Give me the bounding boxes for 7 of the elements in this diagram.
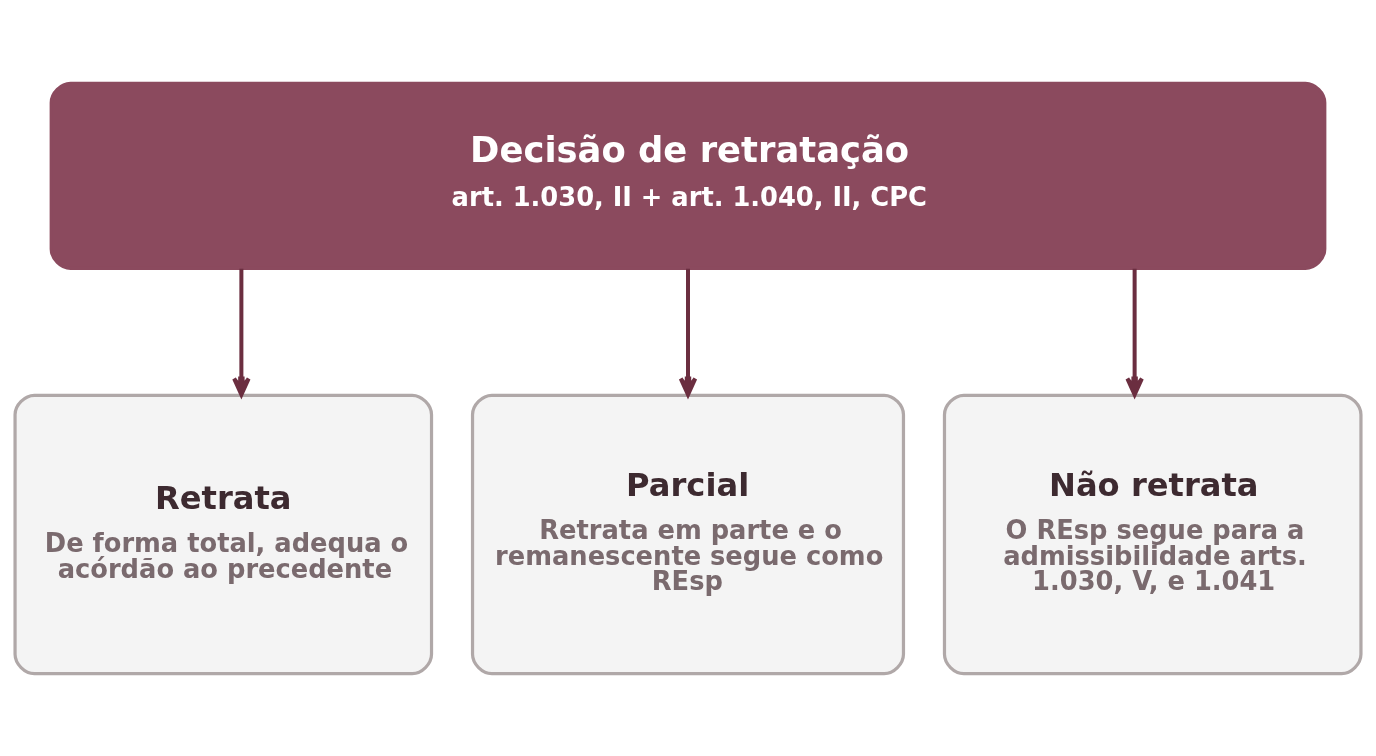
node-box: Parcial Retrata em parte e o remanescente segue como REsp [470,393,906,675]
arrow [232,268,251,397]
node-box: Retrata De forma total, adequa o acórdão ao precedente [13,393,434,675]
arrow [678,268,698,397]
arrow [1125,268,1144,397]
node-box: Não retrata O REsp segue para a admissibilidade arts. 1.030, V, e 1.041 [942,393,1363,675]
node-box: Decisão de retratação art. 1.030, II + art. 1.040, II, CPC [49,81,1327,270]
